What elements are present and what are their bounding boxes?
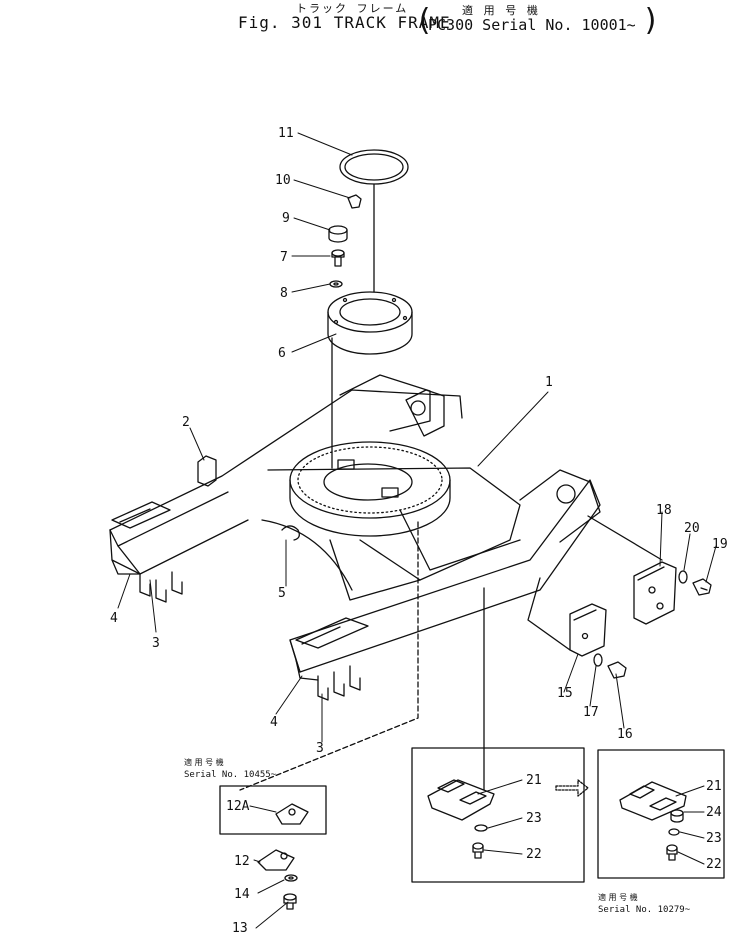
washer-20	[678, 570, 688, 584]
bearing-ring-6	[327, 291, 413, 355]
callout-23a: 23	[526, 811, 542, 826]
model-serial: PC300 Serial No. 10001~	[428, 16, 636, 34]
callout-16: 16	[617, 727, 633, 742]
detail-box-guide-new	[597, 749, 725, 879]
callout-9: 9	[282, 211, 290, 226]
arrow-change	[555, 779, 589, 797]
callout-8: 8	[280, 286, 288, 301]
callout-7: 7	[280, 250, 288, 265]
right-note-serial: Serial No. 10279~	[598, 905, 691, 915]
callout-15: 15	[557, 686, 573, 701]
guard-15	[569, 603, 607, 657]
leaders-right	[527, 515, 663, 651]
track-frame-body	[109, 374, 601, 701]
callout-1: 1	[545, 375, 553, 390]
callout-leaders	[117, 132, 717, 929]
callout-labels: 11 10 9 7 8 6 1 2 4 3 5 4 3 18 20 19 15 …	[110, 126, 728, 936]
callout-3b: 3	[316, 741, 324, 756]
detail-box-guide-old	[411, 747, 585, 883]
bolt-16	[607, 661, 627, 679]
guide-21-old	[427, 779, 495, 821]
paren-open: (	[415, 3, 434, 38]
washer-23-new	[668, 828, 680, 836]
guide-21-new	[619, 781, 687, 821]
guide-line-12	[239, 521, 419, 791]
washer-17	[593, 653, 603, 667]
clip-10	[347, 194, 362, 209]
callout-22a: 22	[526, 847, 542, 862]
plate-12a	[275, 803, 309, 825]
washer-14	[284, 874, 298, 882]
left-note-serial: Serial No. 10455~	[184, 770, 277, 780]
bolt-19	[692, 578, 712, 596]
callout-4a: 4	[110, 611, 118, 626]
callout-24: 24	[706, 805, 722, 820]
detail-box-12a	[219, 785, 327, 835]
callout-12a: 12A	[226, 799, 250, 814]
plate-12	[257, 849, 295, 871]
bolt-22-old	[472, 842, 484, 859]
callout-21a: 21	[526, 773, 542, 788]
washer-8	[329, 280, 343, 288]
callout-6: 6	[278, 346, 286, 361]
figure-title: Fig. 301 TRACK FRAME	[238, 13, 451, 32]
figure-header: トラック フレーム 適 用 号 機 Fig. 301 TRACK FRAME (…	[0, 0, 740, 40]
guard-18	[633, 561, 677, 625]
right-note-jp: 適 用 号 機	[598, 892, 638, 902]
callout-18: 18	[656, 503, 672, 518]
washer-23-old	[474, 824, 488, 832]
callout-23b: 23	[706, 831, 722, 846]
callout-17: 17	[583, 705, 599, 720]
seal-ring-11	[339, 149, 409, 185]
callout-2: 2	[182, 415, 190, 430]
japanese-applicable-label: 適 用 号 機	[462, 4, 540, 17]
callout-10: 10	[275, 173, 291, 188]
callout-5: 5	[278, 586, 286, 601]
collar-24	[670, 809, 684, 823]
callout-12: 12	[234, 854, 250, 869]
bolt-13	[283, 893, 297, 910]
callout-14: 14	[234, 887, 250, 902]
bolt-22-new	[666, 844, 678, 861]
cap-9	[328, 225, 348, 243]
left-note-jp: 適 用 号 機	[184, 757, 224, 767]
callout-21b: 21	[706, 779, 722, 794]
callout-11: 11	[278, 126, 294, 141]
bolt-7	[331, 249, 345, 267]
callout-3a: 3	[152, 636, 160, 651]
callout-13: 13	[232, 921, 248, 936]
callout-22b: 22	[706, 857, 722, 872]
callout-4b: 4	[270, 715, 278, 730]
callout-20: 20	[684, 521, 700, 536]
paren-close: )	[642, 3, 661, 38]
japanese-title: トラック フレーム	[296, 2, 409, 15]
callout-19: 19	[712, 537, 728, 552]
